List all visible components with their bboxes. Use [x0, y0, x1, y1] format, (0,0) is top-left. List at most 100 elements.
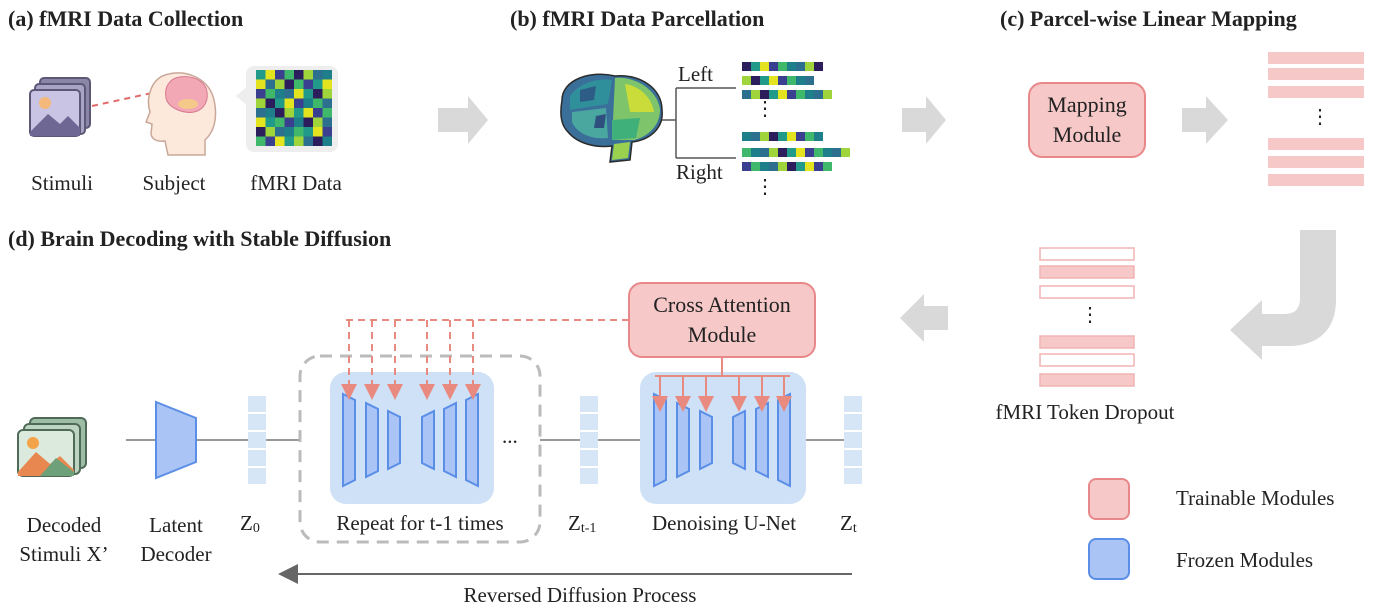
flow-arrow-curved — [1230, 230, 1336, 360]
fmri-cell — [284, 108, 294, 118]
fmri-cell — [294, 70, 304, 80]
unet-layer — [421, 409, 435, 471]
unet-layer — [365, 401, 379, 479]
fmri-cell — [303, 89, 313, 99]
fmri-cell — [284, 89, 294, 99]
flow-arrow-mapping — [1182, 96, 1228, 144]
mapped-dots: ⋮ — [1310, 106, 1330, 128]
dropped-token — [1039, 247, 1135, 261]
fmri-cell — [265, 108, 275, 118]
parcel-cell — [796, 132, 805, 141]
section-title-a: (a) fMRI Data Collection — [8, 6, 244, 31]
fmri-cell — [284, 136, 294, 146]
parcel-cell — [751, 132, 760, 141]
parcel-cell — [787, 76, 796, 85]
label-repeat: Repeat for t-1 times — [336, 511, 504, 535]
fmri-cell — [322, 98, 332, 108]
parcel-cell — [832, 148, 841, 157]
parcel-cell — [805, 148, 814, 157]
unet-layer — [755, 401, 769, 479]
fmri-cell — [275, 136, 285, 146]
fmri-cell — [256, 108, 266, 118]
fmri-cell — [313, 117, 323, 127]
fmri-cell — [322, 117, 332, 127]
fmri-cell — [256, 127, 266, 137]
parcel-cell — [778, 148, 787, 157]
fmri-cell — [275, 70, 285, 80]
fmri-cell — [284, 117, 294, 127]
latent-cell — [580, 414, 598, 430]
label-zt: Zt — [840, 511, 857, 537]
parcel-dots-right: ⋮ — [755, 176, 775, 198]
dropout-token-stack — [1039, 247, 1135, 387]
fmri-cell — [256, 89, 266, 99]
mapped-token — [1268, 68, 1364, 80]
parcel-cell — [796, 162, 805, 171]
fmri-cell — [294, 79, 304, 89]
fmri-cell — [284, 70, 294, 80]
fmri-cell — [265, 136, 275, 146]
fmri-cell — [294, 117, 304, 127]
parcel-cell — [823, 90, 832, 99]
label-latent-decoder: Latent Decoder — [126, 511, 226, 569]
parcel-cell — [769, 62, 778, 71]
fmri-cell — [275, 127, 285, 137]
fmri-cell — [322, 136, 332, 146]
denoise-unet-blocks — [653, 392, 791, 488]
parcel-cell — [814, 162, 823, 171]
flow-arrow-b-c — [902, 96, 946, 144]
parcel-cell — [742, 76, 751, 85]
fmri-cell — [313, 127, 323, 137]
latent-cell — [248, 468, 266, 484]
zt-sub: t — [852, 521, 857, 536]
parcel-cell — [796, 76, 805, 85]
parcel-cell — [769, 76, 778, 85]
label-decoded-stimuli: Decoded Stimuli X’ — [2, 511, 126, 569]
mapped-token — [1268, 156, 1364, 168]
latent-cell — [844, 414, 862, 430]
fmri-cell — [294, 127, 304, 137]
latent-z0-column — [248, 396, 266, 484]
unet-layer — [699, 409, 713, 471]
mapped-token — [1268, 52, 1364, 64]
parcel-cell — [760, 76, 769, 85]
fmri-cell — [303, 70, 313, 80]
fmri-cell — [256, 117, 266, 127]
brain-parcellation-icon — [560, 73, 663, 163]
kept-token — [1039, 373, 1135, 387]
view-link — [91, 92, 153, 107]
legend-frozen-label: Frozen Modules — [1176, 548, 1314, 572]
parcel-cell — [760, 132, 769, 141]
fmri-cell — [294, 98, 304, 108]
fmri-cell — [275, 98, 285, 108]
latent-cell — [248, 432, 266, 448]
legend-frozen-swatch — [1088, 538, 1130, 580]
parcel-cell — [805, 90, 814, 99]
fmri-cell — [284, 79, 294, 89]
label-reversed-diffusion: Reversed Diffusion Process — [463, 583, 697, 607]
parcel-cell — [742, 148, 751, 157]
parcel-cell — [805, 162, 814, 171]
legend-trainable-swatch — [1088, 478, 1130, 520]
parcel-cell — [805, 76, 814, 85]
parcel-cell — [778, 76, 787, 85]
unet-layer — [465, 392, 479, 488]
parcel-cell — [841, 148, 850, 157]
parcel-cell — [823, 148, 832, 157]
cross-attn-line1: Cross Attention — [653, 292, 791, 317]
fmri-cell — [284, 98, 294, 108]
fmri-cell — [265, 89, 275, 99]
latent-cell — [580, 432, 598, 448]
parcel-cell — [742, 132, 751, 141]
fmri-cell — [303, 127, 313, 137]
unet-layer — [732, 409, 746, 471]
fmri-cell — [322, 70, 332, 80]
latent-cell — [844, 396, 862, 412]
fmri-cell — [275, 108, 285, 118]
parcel-cell — [778, 132, 787, 141]
fmri-cell — [256, 136, 266, 146]
parcel-cell — [814, 132, 823, 141]
fmri-cell — [303, 136, 313, 146]
fmri-cell — [313, 108, 323, 118]
parcel-cell — [778, 62, 787, 71]
